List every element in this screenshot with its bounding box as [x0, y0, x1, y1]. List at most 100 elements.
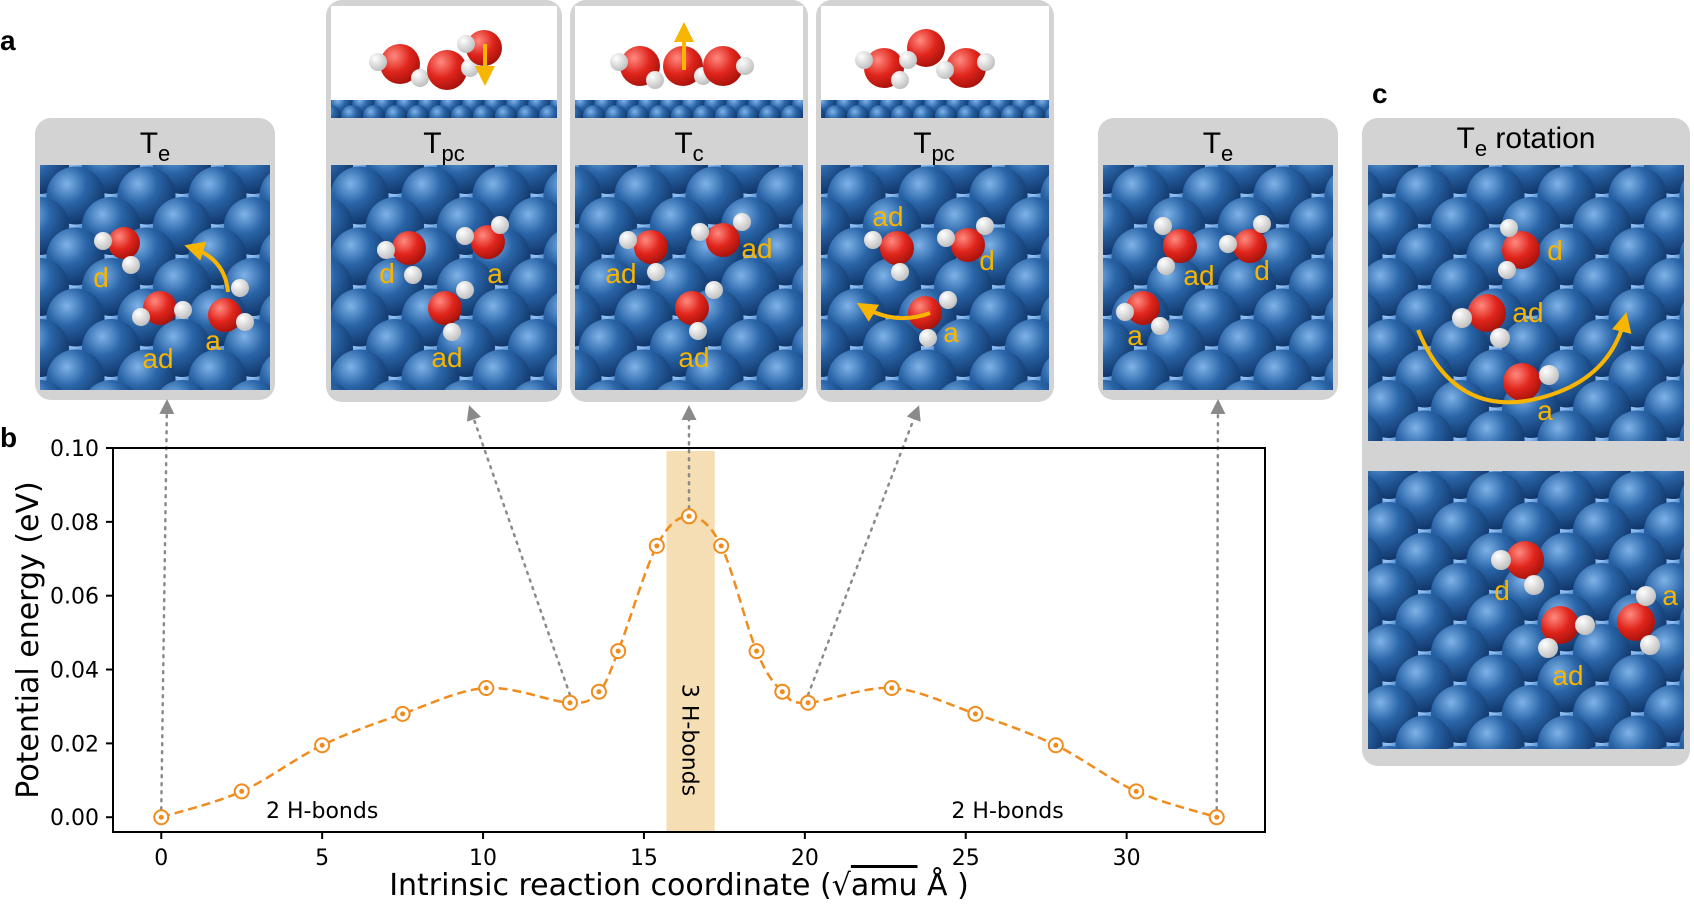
molecule-label: ad	[1552, 660, 1583, 691]
panel-letter-a: a	[0, 25, 16, 56]
connector-arrow	[806, 405, 921, 697]
molecule-label: ad	[741, 233, 772, 264]
cu-surface-side-view	[575, 100, 803, 118]
data-point-center	[158, 814, 164, 820]
card-title: Te	[1203, 127, 1234, 166]
molecule-label: a	[943, 317, 959, 348]
data-point-center	[754, 648, 760, 654]
side-view-molecules	[369, 30, 502, 90]
water-molecules-top	[1416, 219, 1632, 405]
cu-surface-top-view	[821, 165, 1049, 390]
y-tick-label: 0.08	[50, 511, 99, 536]
data-point-center	[779, 689, 785, 695]
plot-frame	[112, 447, 1266, 833]
molecule-label: d	[1494, 575, 1510, 606]
x-axis-label-sqrt: amu	[851, 868, 918, 903]
rotation-arrow-icon	[184, 241, 230, 293]
rotation-arrow-icon	[856, 302, 931, 322]
molecule-label: ad	[678, 342, 709, 373]
water-molecules	[1116, 215, 1271, 335]
y-tick-label: 0.02	[50, 732, 99, 757]
molecule-label: a	[1127, 320, 1143, 351]
panel-letter-c: c	[1372, 78, 1388, 109]
molecule-label: d	[1547, 235, 1563, 266]
sqrt-symbol: √	[832, 868, 852, 903]
molecule-label: d	[379, 258, 395, 289]
molecule-label: d	[979, 245, 995, 276]
side-view-molecules	[855, 29, 995, 89]
band-label: 3 H-bonds	[677, 684, 702, 796]
card-title: Tpc	[423, 127, 465, 166]
molecule-label: ad	[142, 343, 173, 374]
card-te-right: Te ad d a	[1098, 118, 1338, 400]
data-point-center	[567, 700, 573, 706]
data-point-center	[972, 711, 978, 717]
y-axis-label: Potential energy (eV)	[11, 481, 46, 798]
data-point-center	[1214, 814, 1220, 820]
x-tick-label: 10	[469, 846, 497, 871]
x-tick-label: 15	[630, 846, 658, 871]
molecule-label: a	[1537, 395, 1553, 426]
y-tick-label: 0.10	[50, 437, 99, 462]
card-title: Te	[140, 127, 171, 166]
molecule-label: ad	[1512, 297, 1543, 328]
connector-arrow	[1210, 399, 1226, 811]
x-tick-label: 20	[791, 846, 819, 871]
data-point-center	[400, 711, 406, 717]
card-title: Te rotation	[1457, 122, 1596, 161]
molecule-label: ad	[431, 342, 462, 373]
data-point-center	[239, 788, 245, 794]
molecule-label: a	[1662, 580, 1678, 611]
connector-arrow	[466, 405, 572, 697]
water-molecules	[856, 217, 994, 347]
card-connector-arrows	[159, 399, 1226, 811]
cu-surface-top-view	[1103, 165, 1333, 390]
molecule-label: ad	[605, 258, 636, 289]
energy-data-points	[153, 508, 1225, 826]
data-point-center	[596, 689, 602, 695]
connector-arrow	[159, 399, 175, 811]
card-tc: Tc ad ad ad	[570, 0, 808, 402]
water-molecules	[377, 216, 509, 341]
cu-surface-top-view	[331, 165, 557, 390]
data-point-center	[483, 685, 489, 691]
card-title: Tc	[674, 127, 703, 166]
molecule-label: d	[1254, 255, 1270, 286]
y-tick-label: 0.00	[50, 806, 99, 831]
data-point-center	[654, 543, 660, 549]
cu-surface-side-view	[821, 100, 1049, 118]
data-point-center	[319, 742, 325, 748]
data-point-center	[1053, 742, 1059, 748]
y-tick-label: 0.04	[50, 659, 99, 684]
data-point-center	[889, 685, 895, 691]
annotation-right: 2 H-bonds	[951, 799, 1063, 824]
card-te-left: Te d ad a	[35, 118, 275, 400]
data-point-center	[805, 700, 811, 706]
water-molecules-bottom	[1491, 541, 1660, 658]
card-te-rotation: Te rotation d ad a d a ad	[1362, 118, 1690, 766]
panel-letter-b: b	[0, 422, 17, 453]
molecule-label: d	[93, 262, 109, 293]
cu-surface-top-view	[40, 165, 270, 390]
water-molecules	[94, 227, 254, 332]
x-tick-label: 0	[154, 846, 168, 871]
data-point-center	[686, 513, 692, 519]
rotation-arrow-icon	[1416, 312, 1632, 405]
card-tpc-right: Tpc ad d a	[816, 0, 1054, 402]
data-point-center	[1133, 788, 1139, 794]
y-tick-label: 0.06	[50, 585, 99, 610]
cu-surface-side-view	[331, 100, 557, 118]
molecule-label: a	[205, 325, 221, 356]
x-tick-label: 30	[1113, 846, 1141, 871]
data-point-center	[718, 543, 724, 549]
water-molecules	[619, 213, 751, 340]
card-tpc-left: Tpc d a ad	[326, 0, 562, 402]
data-point-center	[615, 648, 621, 654]
molecule-label: ad	[1183, 260, 1214, 291]
cu-surface-top-view	[575, 165, 803, 390]
x-axis-label-main: Intrinsic reaction coordinate (	[389, 868, 832, 903]
x-tick-label: 25	[952, 846, 980, 871]
